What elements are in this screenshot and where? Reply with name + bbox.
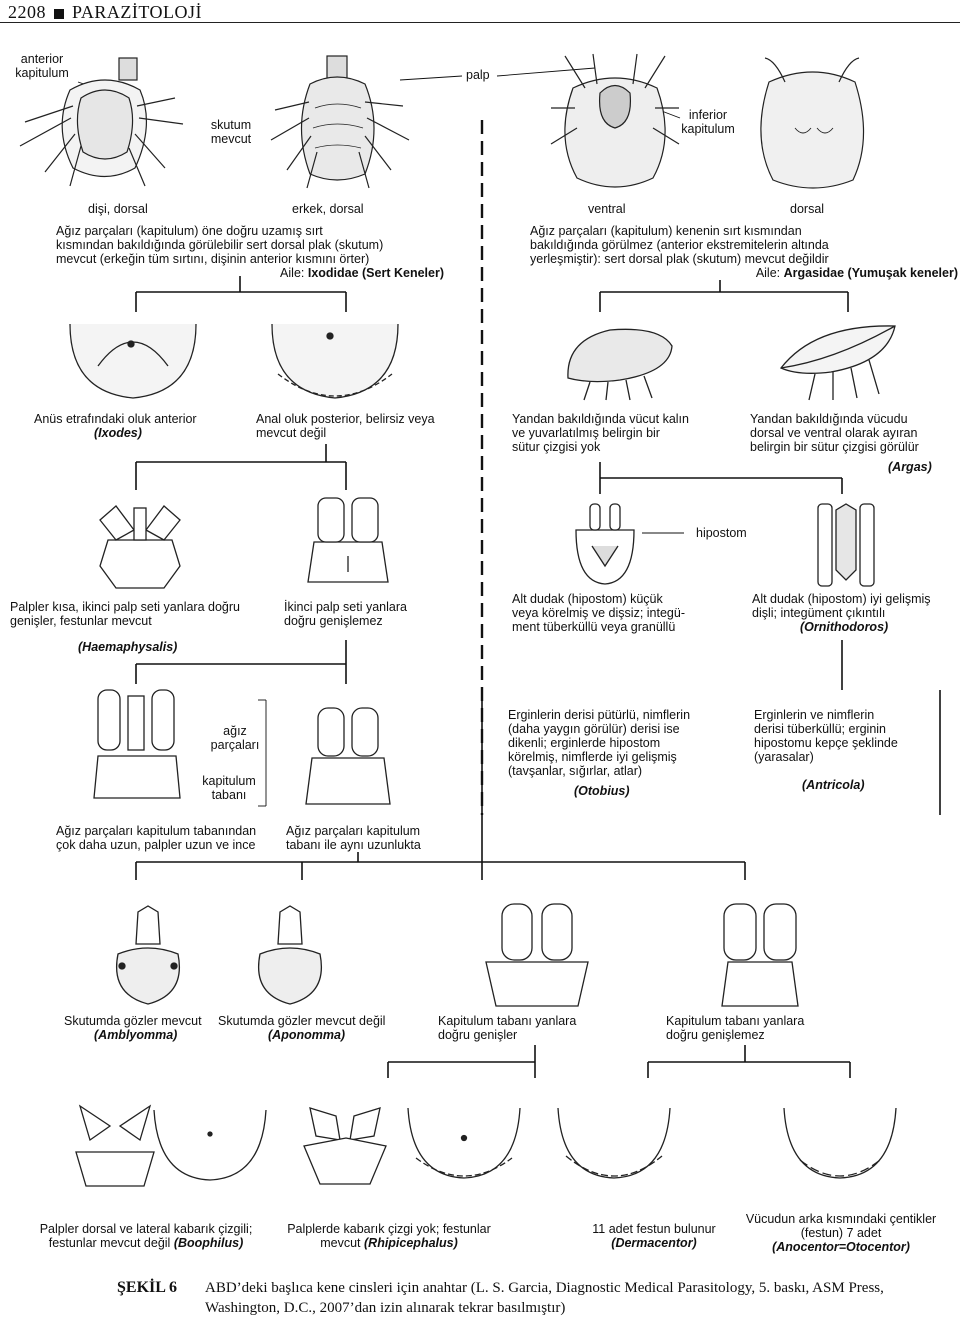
developed-hypostome-text: Alt dudak (hipostom) iyi gelişmiş dişli;…: [752, 592, 931, 620]
page-number: 2208: [8, 2, 46, 22]
family-name: Argasidae (Yumuşak keneler): [783, 266, 958, 280]
otobius-text: Erginlerin derisi pütürlü, nimflerin (da…: [508, 708, 691, 778]
dorsal-label: dorsal: [790, 202, 825, 216]
otobius-genus: (Otobius): [574, 784, 630, 798]
anterior-groove-text: Anüs etrafındaki oluk anterior: [34, 412, 197, 426]
boophilus-text: Palpler dorsal ve lateral kabarık çizgil…: [24, 1222, 268, 1250]
antricola-genus: (Antricola): [802, 778, 865, 792]
suture-line-text: Yandan bakıldığında vücudu dorsal ve ven…: [750, 412, 919, 454]
hipostom-label: hipostom: [696, 526, 747, 540]
narrow-basis-capitulum-drawing: [721, 903, 799, 1007]
short-mouthparts-capitulum-drawing: [305, 707, 391, 805]
skutum-mevcut-label: skutum mevcut: [210, 118, 252, 146]
narrow-basis-text: Kapitulum tabanı yanlara doğru genişleme…: [666, 1014, 805, 1042]
short-palps-text: Palpler kısa, ikinci palp seti yanlara d…: [10, 600, 240, 628]
boophilus-capitulum-drawing: [75, 1104, 155, 1187]
eyes-present-text: Skutumda gözler mevcut: [64, 1014, 202, 1028]
boophilus-genus: (Boophilus): [173, 1236, 244, 1250]
wide-basis-capitulum-drawing: [485, 903, 589, 1007]
anal-groove-anterior-drawing: [69, 323, 197, 399]
antricola-text: Erginlerin ve nimflerin derisi tüberküll…: [754, 708, 898, 764]
section-title: PARAZİTOLOJİ: [72, 2, 203, 22]
ventral-label: ventral: [588, 202, 626, 216]
boophilus-desc: Palpler dorsal ve lateral kabarık çizgil…: [39, 1222, 253, 1250]
soft-tick-lateral-thick-drawing: [567, 328, 673, 401]
haemaphysalis-genus: (Haemaphysalis): [78, 640, 178, 654]
inferior-kapitulum-label: inferior kapitulum: [681, 108, 735, 136]
otobius-group-hypostome-drawing: [575, 503, 635, 585]
family-prefix: Aile:: [755, 266, 784, 280]
posterior-groove-text: Anal oluk posterior, belirsiz veya mevcu…: [256, 412, 435, 440]
anterior-kapitulum-label: anterior kapitulum: [15, 52, 69, 80]
square-bullet-icon: [54, 8, 64, 19]
female-tick-dorsal-drawing: [19, 57, 184, 187]
caption-label: ŞEKİL 6: [117, 1279, 178, 1296]
rhipicephalus-posterior-drawing: [407, 1107, 521, 1179]
thick-body-text: Yandan bakıldığında vücut kalın ve yuvar…: [512, 412, 689, 454]
soft-tick-dorsal-drawing: [760, 57, 865, 189]
anal-groove-posterior-drawing: [271, 323, 399, 399]
male-tick-dorsal-drawing: [270, 55, 410, 189]
caption-text: ABD’deki başlıca kene cinsleri için anah…: [205, 1280, 884, 1316]
anocentor-genus: (Anocentor=Otocentor): [772, 1240, 910, 1254]
haemaphysalis-capitulum-drawing: [99, 505, 181, 589]
small-hypostome-text: Alt dudak (hipostom) küçük veya körelmiş…: [512, 592, 685, 634]
rhipicephalus-capitulum-drawing: [303, 1107, 387, 1185]
ixodidae-family: Aile: Ixodidae (Sert Keneler): [180, 266, 444, 280]
long-mouthparts-capitulum-drawing: [93, 689, 181, 799]
argasidae-family: Aile: Argasidae (Yumuşak keneler): [640, 266, 958, 280]
wide-basis-text: Kapitulum tabanı yanlara doğru genişler: [438, 1014, 577, 1042]
female-dorsal-label: dişi, dorsal: [88, 202, 148, 216]
male-dorsal-label: erkek, dorsal: [292, 202, 364, 216]
second-palp-text: İkinci palp seti yanlara doğru genişleme…: [284, 600, 407, 628]
argasidae-description: Ağız parçaları (kapitulum) kenenin sırt …: [530, 224, 829, 266]
soft-tick-lateral-suture-drawing: [779, 325, 896, 401]
ornithodoros-hypostome-drawing: [817, 503, 875, 587]
rhipicephalus-genus: (Rhipicephalus): [364, 1236, 458, 1250]
dermacentor-text: 11 adet festun bulunur: [592, 1222, 716, 1236]
soft-tick-ventral-drawing: [550, 53, 680, 188]
rhipicephalus-text: Palplerde kabarık çizgi yok; festunlar m…: [276, 1222, 502, 1250]
anocentor-text: Vücudun arka kısmındaki çentikler (festu…: [745, 1212, 937, 1240]
mouthparts-label: ağız parçaları: [210, 724, 260, 752]
figure-caption: ŞEKİL 6 ABD’deki başlıca kene cinsleri i…: [117, 1278, 897, 1318]
boophilus-posterior-drawing: [153, 1109, 267, 1181]
ornithodoros-genus: (Ornithodoros): [800, 620, 889, 634]
rhipicephalus-desc: Palplerde kabarık çizgi yok; festunlar m…: [287, 1222, 491, 1250]
page-header: 2208 PARAZİTOLOJİ: [8, 2, 202, 23]
eyes-absent-text: Skutumda gözler mevcut değil: [218, 1014, 386, 1028]
family-prefix: Aile:: [280, 266, 308, 280]
ixodidae-description: Ağız parçaları (kapitulum) öne doğru uza…: [56, 224, 384, 266]
other-ixodid-capitulum-drawing: [307, 497, 389, 583]
aponomma-genus: (Aponomma): [268, 1028, 346, 1042]
amblyomma-genus: (Amblyomma): [94, 1028, 178, 1042]
ixodes-genus: (Ixodes): [94, 426, 142, 440]
dermacentor-genus: (Dermacentor): [611, 1236, 697, 1250]
amblyomma-scutum-drawing: [116, 905, 180, 1005]
long-mouthparts-text: Ağız parçaları kapitulum tabanından çok …: [56, 824, 257, 852]
palp-label: palp: [466, 68, 490, 82]
dermacentor-posterior-drawing: [557, 1107, 671, 1179]
family-name: Ixodidae (Sert Keneler): [307, 266, 444, 280]
capitulum-base-label: kapitulum tabanı: [202, 774, 256, 802]
header-rule: [0, 22, 960, 23]
aponomma-scutum-drawing: [258, 905, 322, 1005]
equal-mouthparts-text: Ağız parçaları kapitulum tabanı ile aynı…: [286, 824, 421, 852]
anocentor-posterior-drawing: [783, 1107, 897, 1179]
argas-genus: (Argas): [888, 460, 932, 474]
